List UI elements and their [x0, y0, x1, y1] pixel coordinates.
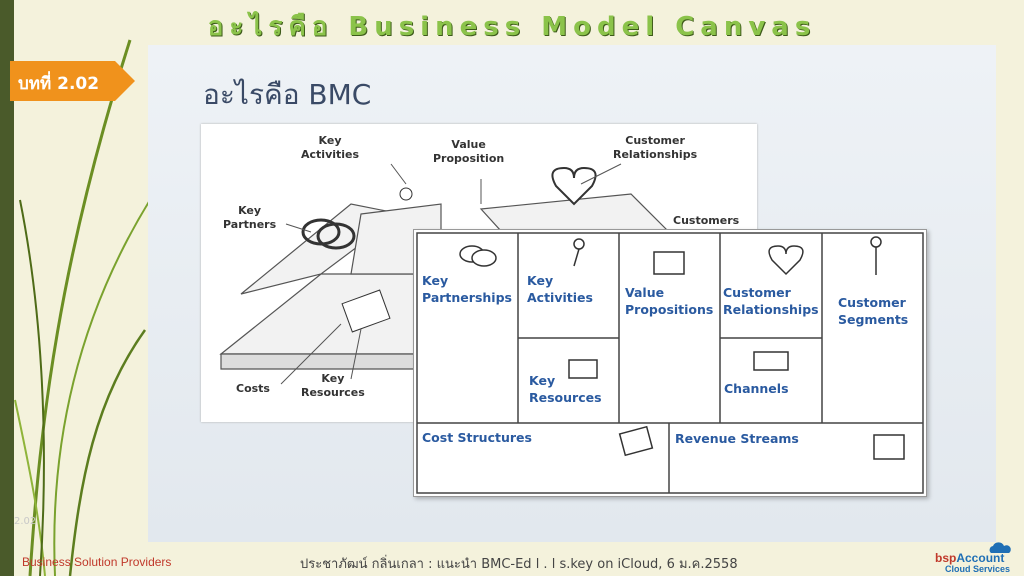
canvas-channels: Channels [724, 381, 789, 396]
label-key-activities: Key Activities [301, 134, 360, 161]
logo-wordmark: bspAccount [935, 551, 1005, 565]
slide-heading: อะไรคือ BMC [203, 78, 372, 111]
canvas-key-partnerships: Key Partnerships [422, 273, 512, 305]
canvas-customer-segments: Customer Segments [838, 295, 909, 327]
bmc-canvas: Key Partnerships Key Activities Value Pr… [413, 229, 927, 497]
label-key-partners: Key Partners [223, 204, 277, 231]
footer-caption: ประชาภัฒน์ กลิ่นเกลา : แนะนำ BMC-Ed l . … [300, 557, 738, 572]
slide-content: อะไรคือ BMC Key Activities Value Proposi… [148, 45, 996, 542]
logo-tagline: Cloud Services [945, 564, 1011, 574]
canvas-key-activities: Key Activities [527, 273, 593, 305]
decorative-vines [14, 39, 151, 576]
bsp-account-logo: bspAccount Cloud Services [935, 542, 1020, 574]
cloud-icon [989, 542, 1011, 553]
label-key-resources: Key Resources [301, 372, 365, 399]
slide-number: 2.02 [14, 516, 37, 527]
bmc-canvas-grid [416, 232, 924, 494]
footer-company: Business Solution Providers [22, 555, 172, 569]
canvas-value-propositions: Value Propositions [625, 285, 714, 317]
chapter-badge [10, 61, 135, 101]
label-customers: Customers [673, 214, 740, 227]
canvas-revenue-streams: Revenue Streams [675, 431, 799, 446]
left-accent-bar [0, 0, 14, 576]
page-title: อะไรคือ Business Model Canvas [207, 12, 817, 42]
canvas-customer-relationships: Customer Relationships [723, 285, 819, 317]
chapter-badge-label: บทที่ 2.02 [18, 74, 100, 94]
label-value-proposition: Value Proposition [433, 138, 505, 165]
label-customer-relationships: Customer Relationships [613, 134, 698, 161]
canvas-cost-structures: Cost Structures [422, 430, 532, 445]
label-costs: Costs [236, 382, 270, 395]
canvas-key-resources: Key Resources [529, 373, 602, 405]
